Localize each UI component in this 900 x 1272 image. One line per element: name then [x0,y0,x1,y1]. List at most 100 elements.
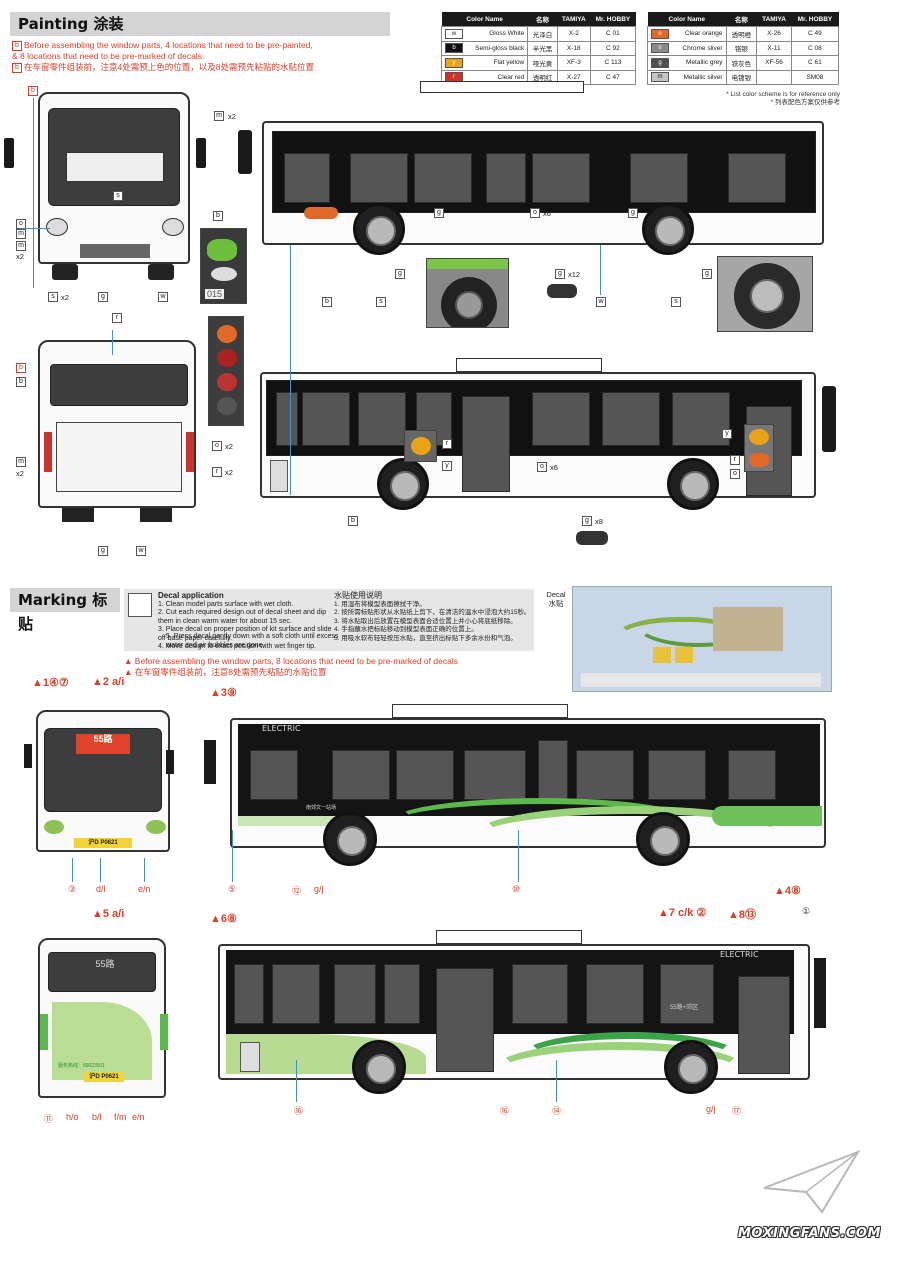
note-label: b [12,40,22,51]
th-hobby: Mr. HOBBY [590,12,636,27]
callout-r5: e/n [132,1112,145,1122]
side-door [436,968,494,1072]
table-note: * List color scheme is for reference onl… [640,91,840,107]
front-plate: 沪D P0621 [74,838,132,848]
mirror-right [166,750,174,774]
side-window [728,153,786,203]
callout-r3: b/l [92,1112,102,1122]
callout-4: ▲4⑧ [774,885,801,897]
callout-b4: ⑤ [228,884,237,894]
color-tamiya: X-11 [756,40,792,56]
tag-count: x8 [595,517,603,526]
callout-s1: ⑯ [294,1106,304,1116]
mirror-left [24,744,32,768]
tag-count: x2 [225,468,233,477]
color-tamiya [756,69,792,85]
side-window [630,153,688,203]
color-swatch: b [445,43,463,54]
side-window [334,964,376,1024]
callout-s6: ① [802,906,811,916]
th-cn: 名称 [527,12,558,27]
marking-note: ▲ Before assembling the window parts, 8 … [124,656,544,678]
tag-count: x2 [228,112,236,121]
side-mirror [814,958,826,1028]
rear-light-right [160,1014,168,1050]
side-window [532,392,590,446]
watermark-text: MOXINGFANS.COM [738,1226,881,1241]
side-mirror [238,130,252,174]
side-door [738,976,790,1074]
decal-step: 5. 用吸水软布轻轻按压水贴，直至挤出标贴下多余水份和气泡。 [334,634,517,642]
side-window [532,153,590,203]
color-row: o Clear orange 透明橙 X-26 C 49 [647,26,840,42]
rear-window [48,952,156,992]
callout-b3: e/n [138,884,151,894]
color-name: Gloss White [466,26,529,42]
decal-step: 4. 手指蘸水把标贴移动到模型表面正确的位置上。 [334,626,478,633]
decal-step: them in clean warm water for about 15 se… [158,617,292,625]
callout-r2: h/o [66,1112,79,1122]
color-cn: 光泽白 [527,26,558,42]
side-window [728,750,776,800]
color-row: y Flat yellow 哑光黄 XF-3 C 113 [441,55,637,71]
rear-route-sign: 55路 [95,959,115,969]
color-row: m Metallic silver 电镀银 SM08 [647,69,840,85]
side-window [302,392,350,446]
callout-s5: ⑰ [732,1106,742,1116]
rear-light-left [40,1014,48,1050]
table-note-en: * List color scheme is for reference onl… [726,91,840,98]
painting-note-en2: & 8 locations that need to be pre-marked… [12,51,205,61]
taillight-photo [208,316,244,426]
decal-step: 2. Cut each required design out of decal… [158,609,327,616]
rear-light-left [44,432,52,472]
decal-steps-cn: 水贴使用说明 1. 用湿布将模型表面擦拭干净。 2. 按所需标贴形状从水贴纸上剪… [334,591,534,643]
color-tamiya: XF-56 [756,55,792,71]
mirror-left [4,138,14,168]
rear-wheel-left [62,508,94,522]
callout-5: ▲5 a/i [92,908,125,920]
grille [270,460,288,492]
bus-side-marking-1: ELECTRIC 南郊文一站场 [230,718,826,848]
decal-step: 3. Place decal on proper position of kit… [158,626,332,633]
color-name: Metallic silver [672,69,727,85]
decal-step: water and air bubbles are gone. [166,641,265,649]
color-name: Flat yellow [466,55,529,71]
th-color-name: Color Name [441,12,528,27]
front-wheel-left [52,264,78,280]
th-tamiya: TAMIYA [557,12,591,27]
color-hobby: C 92 [589,40,637,56]
decal-diagram-icon [128,593,152,617]
grille [240,1042,260,1072]
color-table-2: Color Name 名称 TAMIYA Mr. HOBBY o Clear o… [647,12,840,85]
color-row: b Semi-gloss black 半光黑 X-18 C 92 [441,40,637,56]
bus-rear-view [38,340,196,508]
callout-r4: f/m [114,1112,127,1122]
bus-front-view [38,92,190,264]
side-marker-light [304,207,338,219]
side-wheel-front [353,203,405,255]
callout-6: ▲6⑧ [210,913,237,925]
front-light-left [44,820,64,834]
side-wheel-rear [642,203,694,255]
side-window [332,750,390,800]
color-row: g Metallic grey 铁灰色 XF-56 C 61 [647,55,840,71]
callout-b7: ⑩ [512,884,521,894]
color-hobby: C 47 [589,69,637,85]
decal-step: 4. Move design to exact position with we… [158,643,316,650]
small-side-text: 55路+郊区 [670,1005,699,1011]
front-light-right [146,820,166,834]
callout-7: ▲7 c/k ② [658,907,707,919]
side-window [396,750,454,800]
painting-note-en1: Before assembling the window parts, 4 lo… [24,40,313,50]
color-name: Chrome sliver [672,40,727,56]
light-photo [404,430,437,462]
side-wheel-front [352,1040,406,1094]
th-hobby: Mr. HOBBY [791,12,839,27]
side-wheel-rear [667,458,719,510]
color-cn: 电镀银 [725,69,758,85]
side-wheel-rear [636,812,690,866]
side-window [660,964,714,1024]
decal-instructions: Decal application 1. Clean model parts s… [124,589,534,651]
front-headlight-right [162,218,184,236]
mirror-right [196,138,206,168]
